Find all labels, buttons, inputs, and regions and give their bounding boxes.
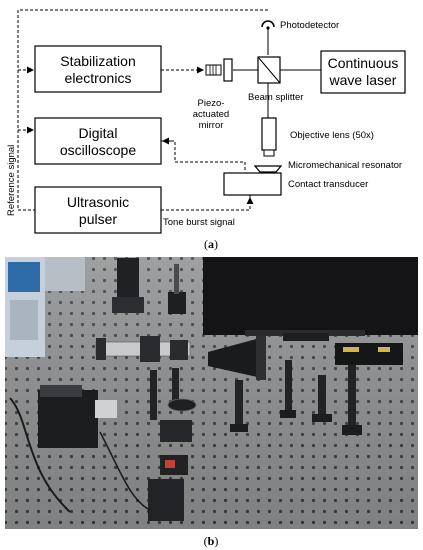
oscilloscope-label-line1: Digital: [79, 125, 118, 141]
continuous-wave-laser-box: [320, 50, 406, 94]
caption-a: (a): [204, 237, 218, 251]
laser-photo: [335, 343, 403, 365]
objective-lens-label: Objective lens (50x): [290, 130, 374, 141]
objective-lens-tip: [263, 149, 275, 157]
reference-signal-label: Reference signal: [6, 145, 17, 216]
micromechanical-resonator: [253, 165, 283, 173]
photodetector-symbol: [261, 20, 275, 28]
pulser-label-line1: Ultrasonic: [67, 194, 129, 210]
tone-burst-line: [161, 197, 254, 211]
objective-lens-body: [261, 117, 277, 151]
piezo-label-line3: mirror: [199, 120, 224, 131]
camera: [117, 258, 139, 298]
resonator-label: Micromechanical resonator: [288, 160, 402, 171]
caption-b: (b): [204, 534, 219, 548]
reference-signal-line: [17, 9, 268, 211]
objective-lens-photo: [208, 338, 262, 378]
transducer-label: Contact transducer: [288, 179, 368, 190]
beam-splitter-label: Beam splitter: [248, 92, 303, 103]
digital-oscilloscope-box: [34, 117, 162, 165]
stabilization-label-line1: Stabilization: [60, 53, 136, 69]
setup-photograph: [5, 257, 418, 529]
oscilloscope-label-line2: oscilloscope: [60, 142, 136, 158]
ultrasonic-pulser-box: [34, 186, 162, 234]
stabilization-label-line2: electronics: [65, 70, 132, 86]
photodetector-label: Photodetector: [280, 20, 339, 31]
contact-transducer: [223, 172, 282, 196]
schematic-diagram: Reference signal Stabilization electroni…: [6, 9, 406, 234]
monitor: [203, 257, 418, 335]
tone-burst-label: Tone burst signal: [163, 217, 235, 228]
xyz-stage: [38, 390, 98, 448]
mirror: [223, 58, 233, 82]
stabilization-electronics-box: [34, 45, 162, 93]
pulser-label-line2: pulser: [79, 211, 117, 227]
beam-splitter-diagonal: [257, 56, 281, 84]
laser-label-line2: wave laser: [329, 72, 397, 88]
piezo-label-line2: actuated: [193, 109, 229, 120]
piezo-actuator: [205, 64, 222, 76]
laser-label-line1: Continuous: [328, 55, 399, 71]
transducer-to-oscilloscope: [161, 140, 246, 172]
photodetector-dot: [266, 26, 270, 30]
base-plate: [148, 479, 184, 521]
piezo-label-line1: Piezo-: [198, 98, 225, 109]
